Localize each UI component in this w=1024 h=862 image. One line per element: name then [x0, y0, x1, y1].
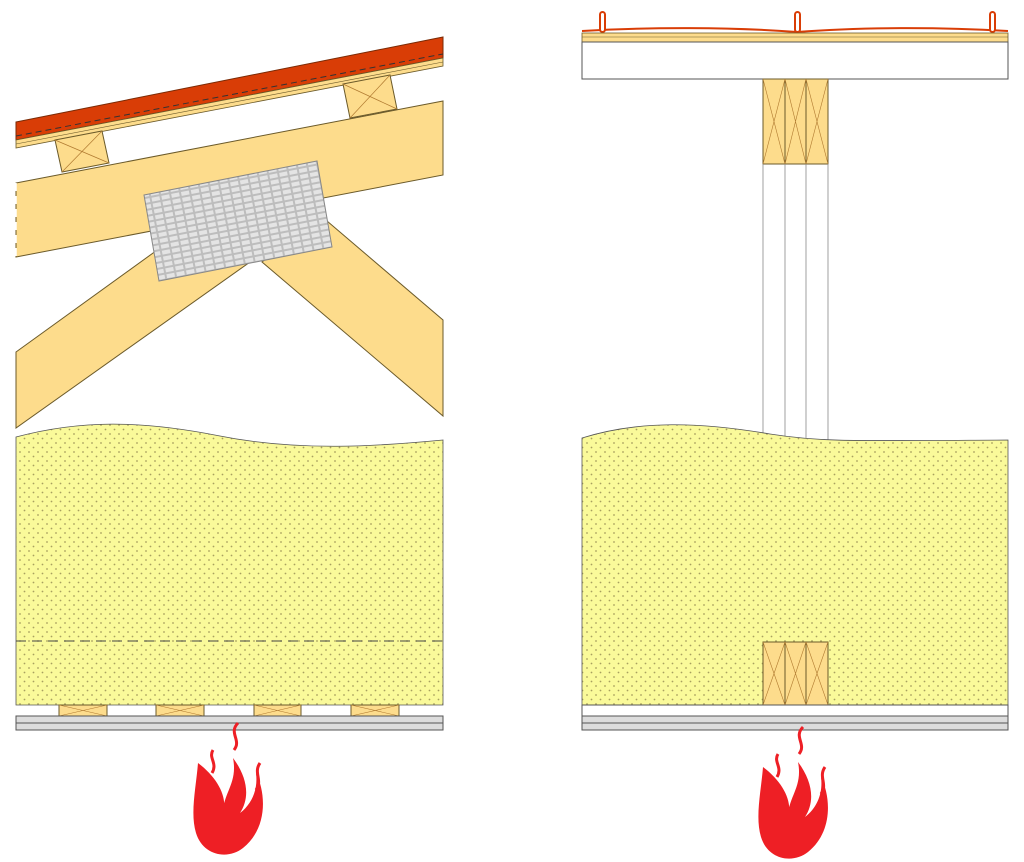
ceiling-board-inner: [581, 722, 1009, 731]
counter-batten: [54, 130, 110, 173]
batten: [155, 704, 205, 717]
flame-icon: [191, 721, 265, 857]
fixing-clip: [599, 11, 606, 33]
battens-row: [58, 704, 400, 717]
glulam-beam: [762, 78, 829, 165]
counter-batten: [342, 74, 398, 119]
batten: [350, 704, 400, 717]
roof-underlay: [15, 53, 444, 137]
ceiling-board-outer: [581, 715, 1009, 724]
beam-section: [762, 641, 829, 706]
batten: [58, 704, 108, 717]
fixing-clip: [794, 11, 801, 33]
flame-icon: [756, 725, 830, 861]
insulation: [15, 423, 444, 706]
insulation: [581, 424, 1009, 706]
vapour-control-layer: [581, 704, 1009, 717]
beam-hidden-lines: [762, 164, 829, 440]
right-flat-roof-section: [581, 11, 1009, 861]
left-brace: [15, 247, 252, 429]
roof-panel: [581, 41, 1009, 80]
decking-layer: [581, 32, 1009, 43]
ceiling-board-inner: [15, 722, 444, 731]
batten: [253, 704, 302, 717]
fixing-clip: [989, 11, 996, 33]
ceiling-board-outer: [15, 715, 444, 724]
layer-line: [15, 61, 444, 145]
nail-plate: [143, 160, 333, 282]
left-pitched-roof-section: [15, 36, 444, 857]
